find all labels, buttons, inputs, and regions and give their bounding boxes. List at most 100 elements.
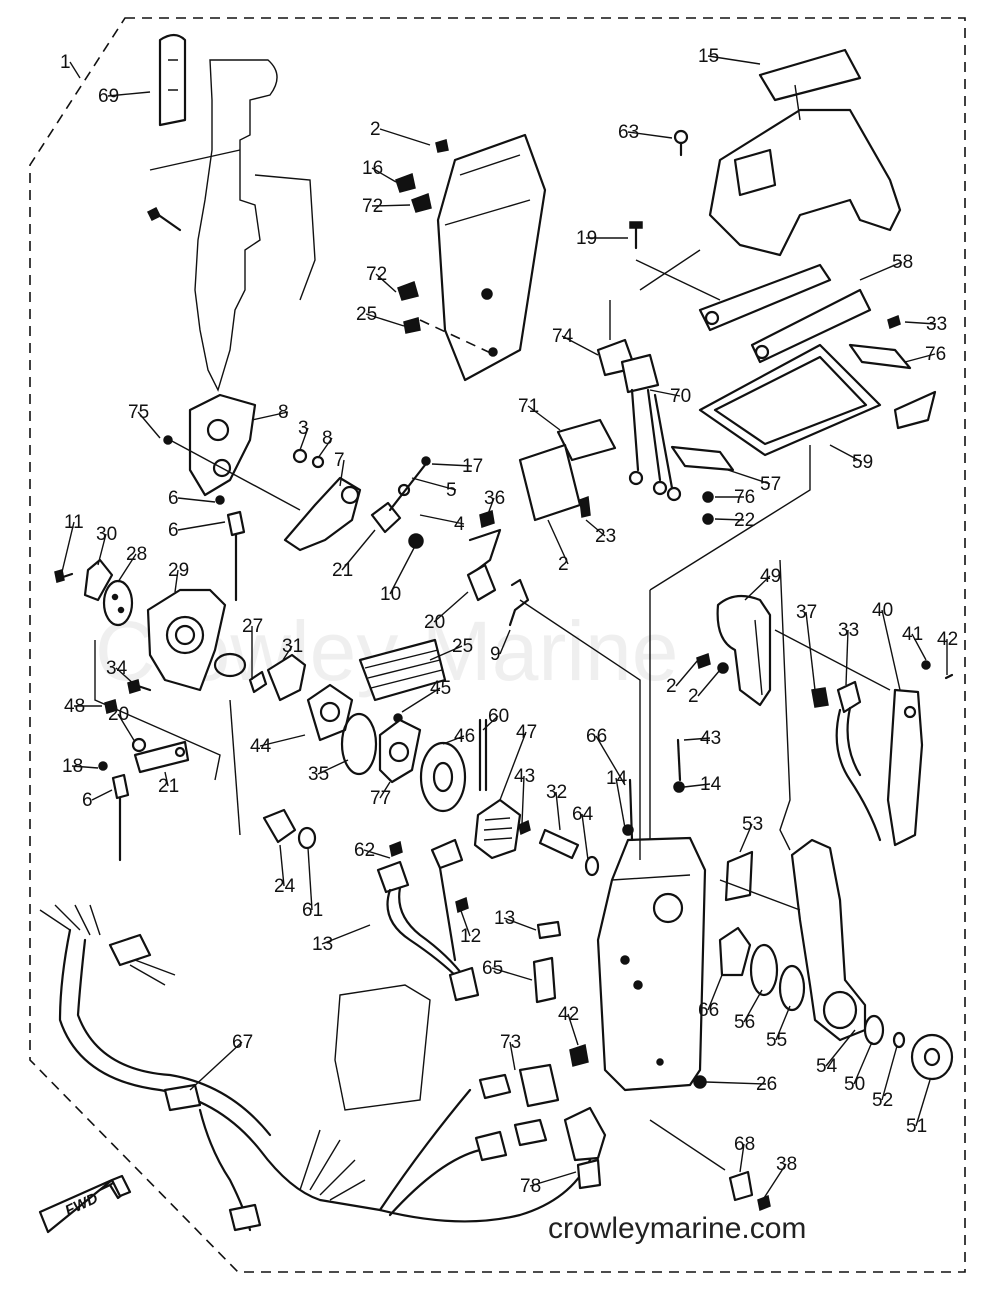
callout-14: 14: [700, 774, 722, 795]
leader-69: [107, 91, 151, 97]
part-3-bracket: [169, 393, 301, 511]
part-30-screw: [54, 569, 74, 583]
part-65-pin: [536, 920, 562, 940]
leader-34: [115, 667, 136, 686]
leader-20: [117, 713, 136, 743]
callout-8: 8: [322, 428, 333, 449]
leader-62: [363, 849, 391, 859]
leader-45: [401, 687, 441, 713]
part-2-screw: [579, 495, 591, 518]
small-screw: [146, 206, 182, 232]
leader-6: [91, 789, 113, 801]
lower-body-phantom: [334, 984, 431, 1111]
part-77-seal: [340, 712, 378, 776]
leader-2: [547, 519, 569, 565]
callout-2: 2: [558, 554, 569, 575]
part-27-housing: [146, 588, 227, 692]
part-46-plate: [378, 718, 422, 784]
leader-55: [775, 1005, 791, 1041]
part-38-clip: [649, 1119, 754, 1202]
callout-21: 21: [332, 560, 353, 581]
callout-25: 25: [452, 636, 473, 657]
leader-72: [375, 273, 397, 293]
leader-43: [521, 775, 525, 825]
leader-1: [69, 61, 81, 79]
callout-6: 6: [168, 488, 179, 509]
part-74-switch: [596, 249, 701, 394]
part-7-clip: [311, 455, 325, 469]
leader-7: [339, 459, 345, 487]
leader-40: [881, 609, 901, 691]
callout-33: 33: [926, 314, 947, 335]
callout-60: 60: [488, 706, 509, 727]
leader-13: [503, 917, 537, 931]
assembly-boundary: [29, 17, 966, 1273]
part-33-screw: [887, 314, 901, 330]
part-57-clip: [893, 390, 937, 430]
part-24-lever: [133, 740, 190, 774]
part-26-grommet: [569, 1044, 589, 1067]
leader-47: [499, 731, 527, 801]
part-55-ring: [749, 943, 779, 997]
part-40-switch: [835, 680, 882, 842]
part-2-screw: [757, 1194, 771, 1212]
leader-line: [779, 559, 791, 851]
leader-2: [675, 659, 699, 687]
callout-46: 46: [454, 726, 475, 747]
part-32-screw: [518, 819, 531, 836]
leader-14: [615, 777, 626, 829]
callout-2: 2: [370, 119, 381, 140]
callout-57: 57: [760, 474, 781, 495]
part-18-washer: [131, 737, 147, 753]
callout-70: 70: [670, 386, 691, 407]
part-20-screw: [479, 510, 495, 528]
part-73-plug: [693, 1075, 707, 1089]
leader-10: [389, 547, 415, 595]
callout-55: 55: [766, 1030, 787, 1051]
callout-24: 24: [274, 876, 296, 897]
part-62-nut: [297, 826, 317, 850]
part-49-cap: [910, 1033, 954, 1081]
part-59-gasket: [698, 343, 882, 457]
callout-6: 6: [168, 520, 179, 541]
part-control-lever: [790, 838, 867, 1042]
leader-70: [649, 389, 681, 397]
leader-28: [117, 553, 137, 583]
part-10-cam: [370, 456, 431, 534]
leader-68: [739, 1143, 745, 1173]
leader-line: [635, 259, 721, 301]
leader-78: [529, 1171, 577, 1187]
leader-25: [429, 645, 463, 661]
leader-6: [177, 497, 216, 503]
leader-4: [419, 514, 465, 525]
part-21-rod: [215, 495, 246, 602]
callout-1: 1: [60, 52, 71, 73]
leader-46: [442, 735, 465, 745]
part-31-spring: [213, 652, 268, 694]
part-37-handle-cap: [716, 594, 772, 707]
part-51-nut: [892, 1031, 906, 1049]
leader-31: [282, 645, 293, 661]
leader-26: [705, 1081, 767, 1085]
callout-9: 9: [490, 644, 501, 665]
leader-67: [189, 1041, 243, 1091]
leader-16: [371, 167, 397, 183]
leader-2: [379, 128, 431, 146]
callout-76: 76: [925, 344, 946, 365]
part-8-clip: [292, 448, 308, 464]
callout-38: 38: [776, 1154, 797, 1175]
handle-phantom: [149, 59, 316, 392]
callout-54: 54: [816, 1056, 838, 1077]
leader-51: [915, 1079, 931, 1127]
leader-64: [581, 813, 589, 861]
leader-32: [555, 791, 561, 831]
leader-52: [881, 1045, 898, 1101]
callout-12: 12: [460, 926, 481, 947]
leader-56: [743, 989, 763, 1023]
part-69-lever-grip: [158, 33, 187, 127]
leader-63: [627, 131, 673, 139]
leader-21: [341, 529, 376, 571]
callout-52: 52: [872, 1090, 893, 1111]
leader-42: [567, 1013, 579, 1046]
leader-15: [707, 55, 761, 65]
